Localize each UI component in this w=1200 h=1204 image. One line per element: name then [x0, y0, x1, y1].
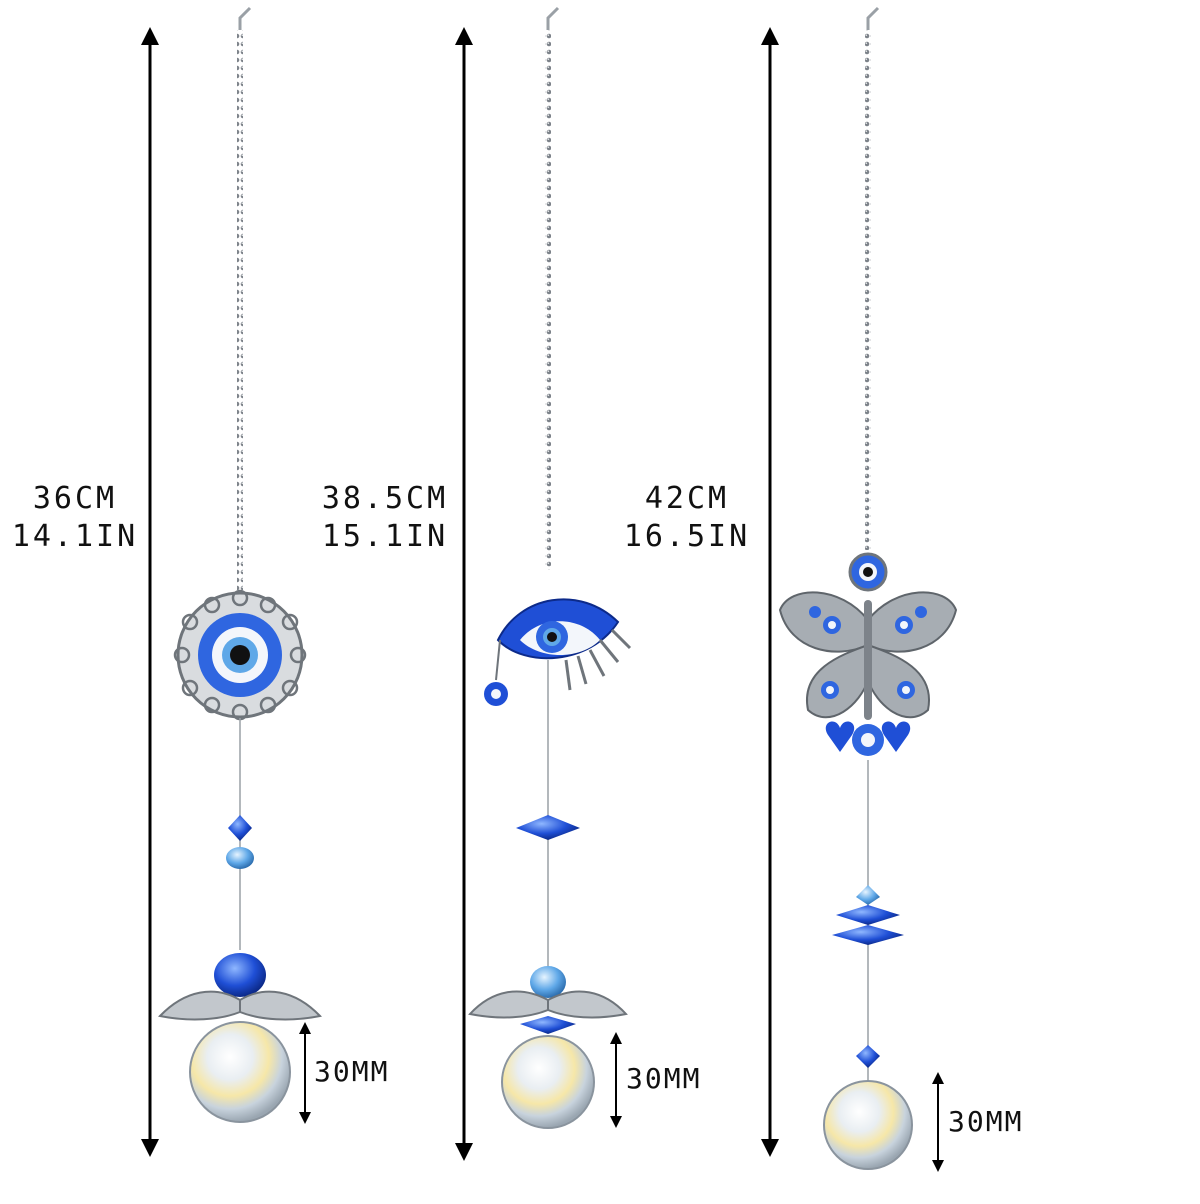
blue-crystal-bead — [228, 815, 252, 841]
butterfly-evil-eye-pendant — [778, 552, 958, 756]
hook-icon — [238, 6, 252, 30]
length-label-3: 42CM 16.5IN — [612, 480, 762, 556]
blue-angel-head-bead — [214, 953, 266, 997]
bead-chain — [865, 30, 871, 550]
bead-chain — [545, 30, 551, 570]
length-cm-3: 42CM — [644, 481, 730, 516]
angel-wings — [468, 990, 628, 1019]
light-blue-angel-head — [530, 966, 566, 998]
ball-size-1: 30MM — [314, 1055, 390, 1088]
crystal-ball — [501, 1035, 595, 1129]
ball-size-2: 30MM — [626, 1062, 702, 1095]
crystal-ball — [189, 1021, 291, 1123]
blue-crystal-bead — [856, 1045, 880, 1068]
length-label-1: 36CM 14.1IN — [0, 480, 150, 556]
lash-evil-eye-pendant — [484, 598, 632, 706]
angel-wings — [158, 990, 322, 1021]
blue-crystal-cluster — [516, 815, 580, 840]
sun-evil-eye-pendant — [173, 589, 307, 721]
ball-size-3: 30MM — [948, 1105, 1024, 1138]
light-blue-bead — [226, 847, 254, 869]
length-cm-1: 36CM — [32, 481, 118, 516]
length-in-1: 14.1IN — [11, 519, 139, 554]
crystal-ball — [823, 1080, 913, 1170]
hook-icon — [866, 6, 880, 30]
blue-crystal-stack — [832, 885, 904, 945]
length-in-2: 15.1IN — [321, 519, 449, 554]
length-cm-2: 38.5CM — [321, 481, 449, 516]
length-label-2: 38.5CM 15.1IN — [310, 480, 460, 556]
hook-icon — [546, 6, 560, 30]
bead-chain — [237, 30, 243, 590]
length-in-3: 16.5IN — [623, 519, 751, 554]
